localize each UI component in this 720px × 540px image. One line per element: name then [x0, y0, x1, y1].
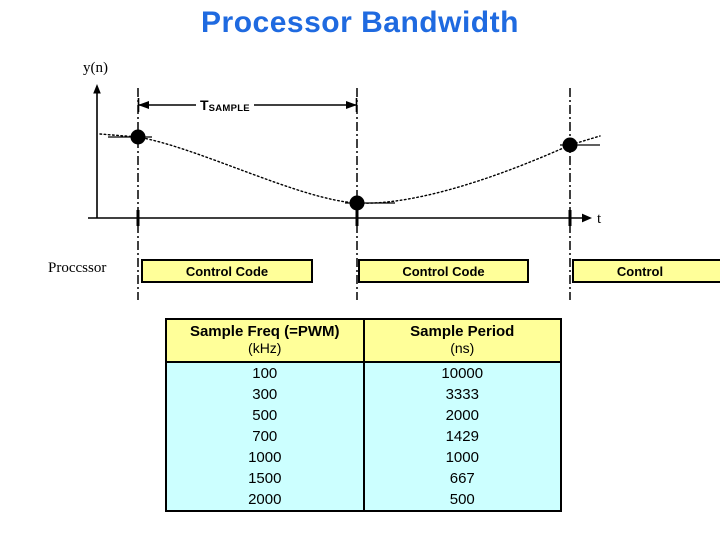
tsample-annotation-label: TSAMPLE	[196, 98, 254, 113]
sample-point-markers	[130, 129, 578, 211]
cell-freq: 500	[167, 405, 365, 427]
tsample-subscript: SAMPLE	[208, 103, 250, 114]
cell-freq: 300	[167, 384, 365, 406]
table-row: 2000 500	[167, 489, 560, 511]
column-header-sample-period-title: Sample Period	[410, 323, 515, 340]
table-row: 100 10000	[167, 362, 560, 385]
column-header-sample-freq-title: Sample Freq (=PWM)	[189, 323, 340, 340]
control-code-block-3: Control	[572, 259, 720, 283]
sample-hold-segments	[108, 136, 600, 204]
cell-period: 2000	[363, 405, 560, 427]
table-header-row: Sample Freq (=PWM) (kHz) Sample Period (…	[167, 320, 560, 364]
cell-freq: 700	[167, 426, 365, 448]
table-row: 1000 1000	[167, 447, 560, 469]
table-row: 300 3333	[167, 384, 560, 406]
cell-freq: 1000	[167, 447, 365, 469]
cell-period: 500	[363, 489, 560, 511]
control-code-block-1: Control Code	[141, 259, 313, 283]
chart-svg	[88, 84, 601, 300]
cell-period: 667	[363, 468, 560, 490]
cell-period: 1000	[363, 447, 560, 469]
signal-curve	[99, 133, 601, 204]
processor-row-label: Proccssor	[48, 260, 107, 276]
table-row: 700 1429	[167, 426, 560, 448]
sampling-waveform-chart: y(n) t TSAMPLE	[83, 60, 602, 300]
sample-point	[130, 129, 146, 145]
y-axis-label: y(n)	[83, 60, 108, 76]
cell-freq: 2000	[167, 489, 365, 511]
x-axis-label: t	[597, 211, 602, 227]
column-header-sample-period-unit: (ns)	[450, 339, 475, 356]
table-row: 500 2000	[167, 405, 560, 427]
column-header-sample-period: Sample Period (ns)	[363, 320, 560, 364]
cell-freq: 1500	[167, 468, 365, 490]
column-header-sample-freq-unit: (kHz)	[248, 339, 282, 356]
x-axis	[88, 213, 592, 223]
column-header-sample-freq: Sample Freq (=PWM) (kHz)	[167, 320, 365, 364]
y-axis	[93, 84, 101, 218]
axis-ticks	[136, 210, 572, 226]
control-code-block-2: Control Code	[358, 259, 529, 283]
sample-point	[349, 195, 365, 211]
cell-period: 10000	[363, 362, 560, 385]
sample-gridlines	[137, 88, 571, 300]
table-row: 1500 667	[167, 468, 560, 490]
cell-period: 3333	[363, 384, 560, 406]
sample-point	[562, 137, 578, 153]
sample-frequency-table: Sample Freq (=PWM) (kHz) Sample Period (…	[165, 318, 562, 513]
tsample-base: T	[200, 97, 209, 113]
page-title: Processor Bandwidth	[201, 6, 519, 39]
cell-freq: 100	[167, 362, 365, 385]
cell-period: 1429	[363, 426, 560, 448]
